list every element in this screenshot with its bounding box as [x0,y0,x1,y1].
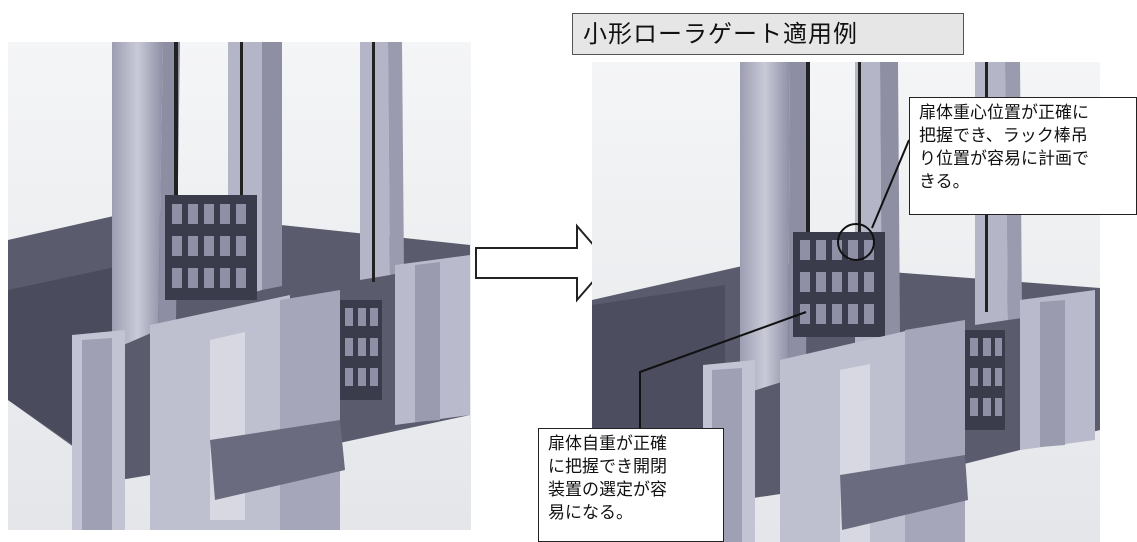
callout-center-of-gravity: 扉体重心位置が正確に 把握でき、ラック棒吊 り位置が容易に計画で きる。 [909,97,1137,215]
page-title: 小形ローラゲート適用例 [572,13,964,55]
callout-gate-weight: 扉体自重が正確 に把握でき開閉 装置の選定が容 易になる。 [538,428,724,542]
transition-arrow [475,223,611,303]
left-gate-render [8,42,471,530]
